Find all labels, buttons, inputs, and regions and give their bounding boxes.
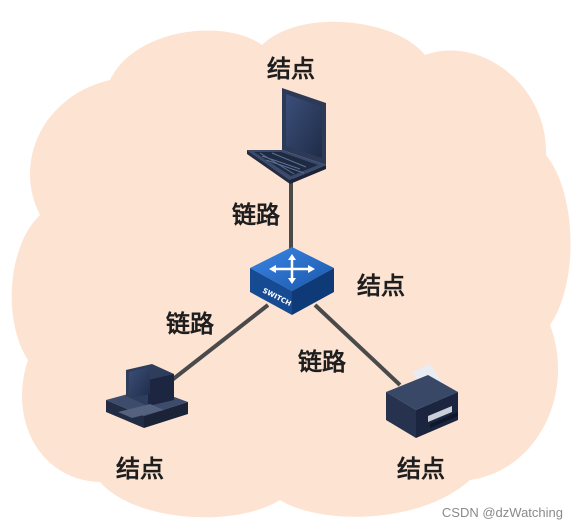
- link-label-desktop: 链路: [166, 310, 214, 338]
- link-label-laptop: 链路: [232, 201, 280, 229]
- node-label-switch: 结点: [357, 272, 405, 300]
- watermark-text: CSDN @dzWatching: [441, 505, 563, 520]
- printer-icon: [386, 364, 458, 438]
- link-line-switch-printer: [313, 303, 402, 387]
- node-label-desktop: 结点: [116, 455, 164, 483]
- node-label-printer: 结点: [397, 455, 445, 483]
- node-label-laptop: 结点: [267, 55, 315, 83]
- link-line-switch-desktop: [170, 303, 270, 382]
- desktop-computer-icon: [106, 364, 188, 428]
- link-label-printer: 链路: [298, 348, 346, 376]
- laptop-icon: [247, 88, 326, 184]
